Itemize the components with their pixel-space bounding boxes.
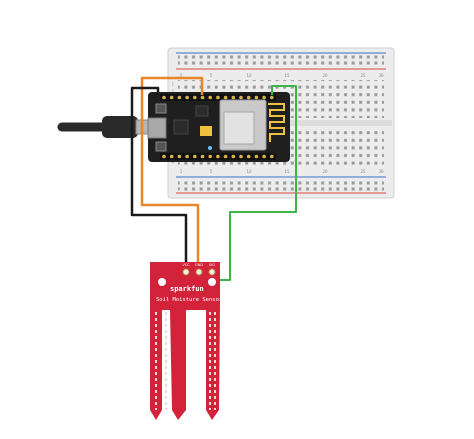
header-pin (193, 154, 197, 159)
header-pin (208, 154, 212, 159)
header-pin (223, 154, 228, 159)
header-pin (169, 154, 174, 159)
row-letter: I (172, 89, 173, 94)
wire-signal-green (212, 85, 297, 281)
flash-button (155, 141, 167, 152)
sensor-pin-label: SIG (209, 263, 215, 267)
column-number: 1 (180, 169, 183, 174)
sensor-pin-holes: VCC GND SIG (182, 263, 216, 276)
sensor-brand: sparkfun (170, 285, 204, 293)
header-pin (262, 154, 266, 159)
nodemcu-pcb (148, 92, 290, 162)
wire-gnd-black (130, 86, 188, 268)
reset-button (155, 103, 167, 114)
column-number: 10 (246, 169, 252, 174)
header-pin (231, 154, 236, 159)
nodemcu-board (147, 92, 290, 162)
mount-hole-left (158, 278, 166, 286)
header-pin (169, 95, 174, 100)
usb-cable (57, 116, 151, 138)
rail-holes-bottom (178, 179, 384, 191)
wire-vcc-orange (140, 76, 204, 268)
usb-plug-housing (102, 116, 138, 138)
wires (130, 76, 297, 281)
pins-bottom (162, 154, 274, 159)
column-number: 25 (360, 169, 366, 174)
rail-holes-top (178, 55, 384, 67)
header-pin (162, 95, 166, 100)
header-pin (246, 154, 251, 159)
column-number: 25 (360, 73, 366, 78)
header-pin (254, 154, 259, 159)
header-pin (246, 95, 251, 100)
header-pin (177, 154, 182, 159)
header-pin (231, 95, 236, 100)
header-pin (177, 95, 182, 100)
usb-serial-chip (173, 119, 189, 135)
wifi-antenna (268, 103, 285, 142)
soil-moisture-sensor: VCC GND SIG sparkfun Soil Moisture Sensor (150, 262, 223, 420)
sensor-pin (195, 268, 203, 276)
mount-hole-right (208, 278, 216, 286)
row-letter: J (171, 81, 173, 86)
column-number: 30 (378, 169, 384, 174)
column-number: 20 (322, 169, 328, 174)
header-pin (262, 95, 266, 100)
header-pin (254, 95, 259, 100)
header-pin (200, 154, 205, 159)
status-led (208, 146, 212, 150)
column-number: 30 (378, 73, 384, 78)
small-component (200, 126, 212, 136)
sensor-title: Soil Moisture Sensor (156, 297, 223, 303)
column-number: 10 (246, 73, 252, 78)
regulator-chip (195, 105, 209, 117)
header-pin (216, 154, 220, 159)
column-number: 15 (284, 169, 290, 174)
sensor-pcb (150, 262, 220, 420)
column-number: 15 (284, 73, 290, 78)
header-pin (200, 95, 205, 100)
header-pin (270, 95, 274, 100)
header-pin (208, 95, 212, 100)
header-pin (162, 154, 166, 159)
header-pin (193, 95, 197, 100)
header-pin (223, 95, 228, 100)
esp12-shield (223, 111, 255, 145)
sensor-pin (182, 268, 190, 276)
pins-top (162, 95, 274, 100)
header-pin (185, 95, 189, 100)
header-pin (185, 154, 189, 159)
column-number: 5 (210, 73, 213, 78)
header-pin (239, 154, 243, 159)
column-number: 20 (322, 73, 328, 78)
header-pin (216, 95, 220, 100)
micro-usb-port (147, 117, 167, 139)
column-number: 1 (180, 73, 183, 78)
header-pin (239, 95, 243, 100)
sensor-pin-label: GND (195, 263, 203, 267)
column-number: 5 (210, 169, 213, 174)
sensor-pin-label: VCC (182, 263, 190, 267)
sensor-pin (208, 268, 216, 276)
header-pin (270, 154, 274, 159)
